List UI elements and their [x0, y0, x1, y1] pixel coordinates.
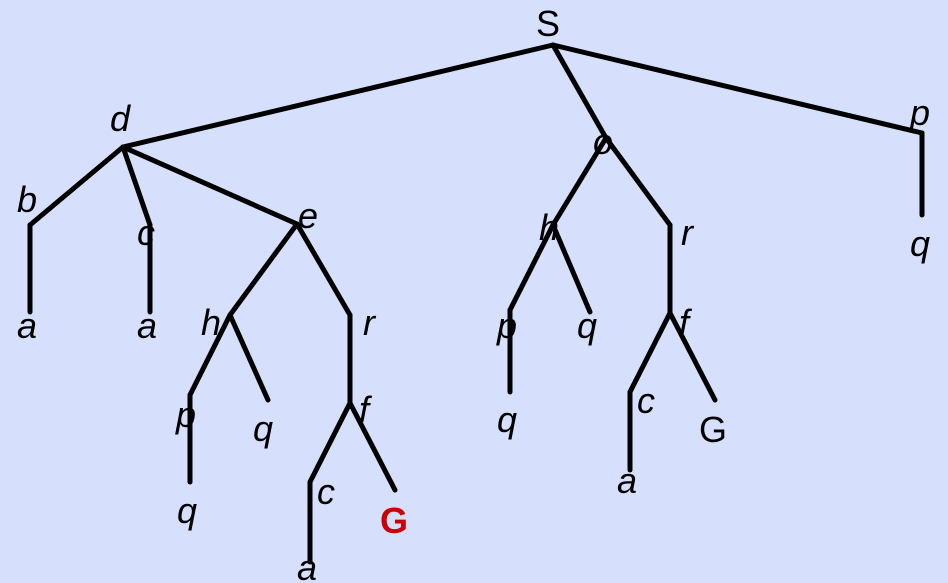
tree-node-label-q_ho: q	[577, 305, 597, 346]
tree-node-label-o: o	[593, 121, 613, 162]
tree-node-label-p_ho: p	[496, 305, 517, 346]
tree-edge-d-e	[120, 144, 300, 227]
tree-node-label-a_c: a	[137, 305, 157, 346]
tree-edge-f_o-c_fo	[627, 310, 673, 395]
tree-node-label-q_he: q	[253, 408, 273, 449]
tree-edge-e-r_e	[294, 221, 353, 318]
tree-node-label-a_cfo: a	[617, 460, 637, 501]
tree-edge-S-o	[550, 42, 609, 141]
tree-node-label-q_phe: q	[177, 490, 197, 531]
tree-node-label-S: S	[536, 3, 560, 44]
tree-node-label-r_e: r	[363, 302, 377, 343]
tree-node-label-G_e: G	[380, 500, 408, 541]
tree-edge-S-d	[120, 42, 556, 150]
tree-edge-S-p_top	[550, 42, 925, 136]
tree-node-label-q_top: q	[910, 223, 930, 264]
tree-edge-o-h_o	[550, 135, 609, 228]
tree-edge-h_e-q_he	[227, 312, 271, 403]
tree-node-label-c_fe: c	[317, 471, 335, 512]
tree-node-label-d: d	[110, 98, 131, 139]
tree-edge-d-b	[27, 144, 126, 228]
tree-node-label-e: e	[298, 195, 318, 236]
tree-node-label-p_top: p	[909, 92, 930, 133]
tree-edge-f_e-c_fe	[307, 400, 353, 485]
tree-node-label-q_pho: q	[497, 399, 517, 440]
tree-node-label-c_d: c	[137, 212, 155, 253]
tree-edges	[27, 42, 925, 565]
tree-node-label-r_o: r	[681, 212, 695, 253]
tree-edge-f_o-G_o	[667, 310, 718, 403]
tree-edge-d-c_d	[120, 144, 153, 228]
tree-node-label-a_cfe: a	[297, 547, 317, 583]
tree-node-label-h_o: h	[539, 207, 559, 248]
tree-edge-h_o-q_ho	[550, 222, 593, 315]
tree-node-label-h_e: h	[201, 302, 221, 343]
tree-edge-o-r_o	[603, 135, 673, 228]
tree-node-label-b: b	[17, 179, 37, 220]
tree-edge-e-h_e	[227, 221, 300, 318]
tree-node-label-a_b: a	[17, 305, 37, 346]
tree-node-label-G_o: G	[699, 409, 727, 450]
tree-node-label-c_fo: c	[637, 380, 655, 421]
tree-node-label-p_he: p	[175, 394, 196, 435]
tree-edge-f_e-G_e	[347, 400, 398, 493]
tree-edge-h_e-p_he	[187, 312, 233, 398]
tree-edge-h_o-p_ho	[507, 222, 556, 313]
